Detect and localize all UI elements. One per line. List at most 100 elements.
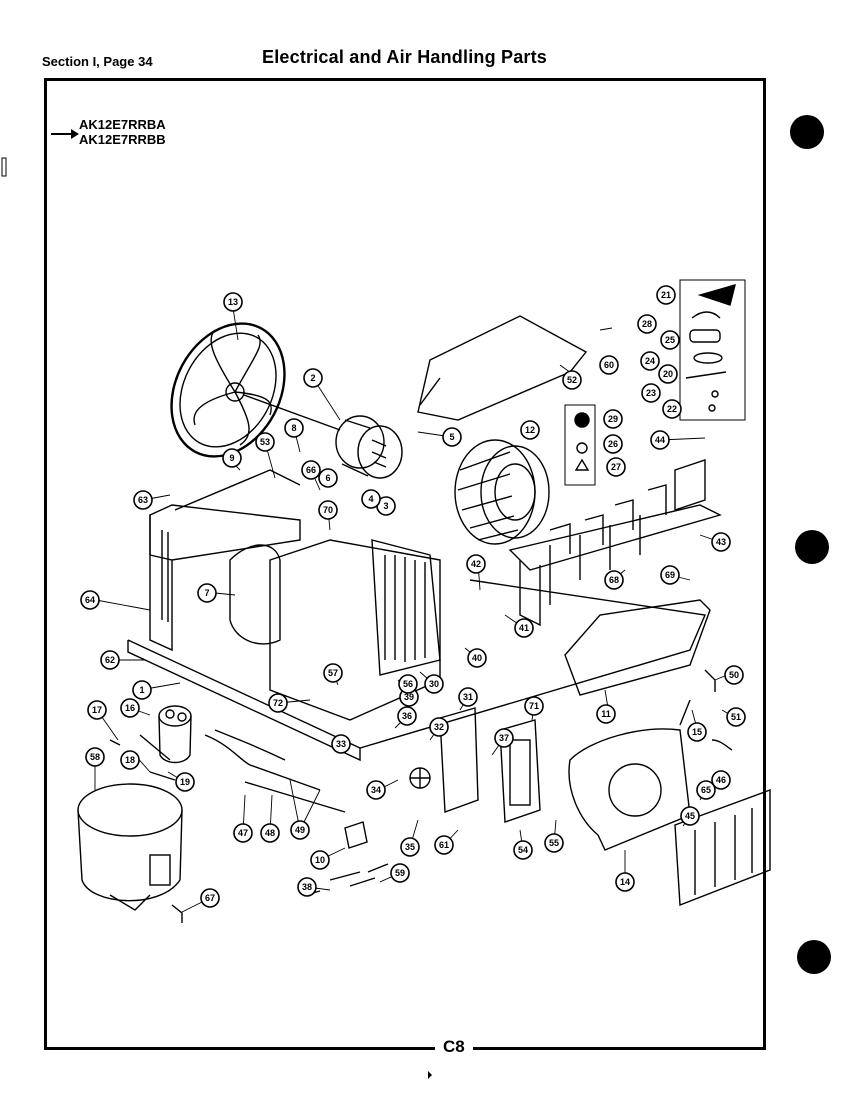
callout-33: 33	[336, 739, 346, 749]
callout-25: 25	[665, 335, 675, 345]
control-panel-bracket	[564, 599, 711, 696]
section-page-label: Section I, Page 34	[42, 54, 153, 69]
callout-50: 50	[729, 670, 739, 680]
callout-24: 24	[645, 356, 655, 366]
callout-17: 17	[92, 705, 102, 715]
condenser-coil	[149, 469, 301, 652]
callout-48: 48	[265, 828, 275, 838]
callout-11: 11	[601, 709, 611, 719]
callout-54: 54	[518, 845, 528, 855]
callout-29: 29	[608, 414, 618, 424]
callout-8: 8	[291, 423, 296, 433]
diagram-frame	[44, 78, 766, 1050]
callout-64: 64	[85, 595, 95, 605]
callout-66: 66	[306, 465, 316, 475]
callout-47: 47	[238, 828, 248, 838]
callout-27: 27	[611, 462, 621, 472]
callout-34: 34	[371, 785, 381, 795]
callout-42: 42	[471, 559, 481, 569]
side-margin-mark	[0, 138, 10, 188]
callout-10: 10	[315, 855, 325, 865]
callout-52: 52	[567, 375, 577, 385]
callout-12: 12	[525, 425, 535, 435]
callout-44: 44	[655, 435, 665, 445]
thermostat-bracket	[439, 707, 541, 823]
top-cover-panel	[417, 315, 588, 421]
refrigerant-tubing	[204, 729, 346, 813]
callout-9: 9	[229, 453, 234, 463]
fan-motor	[335, 415, 403, 479]
callout-22: 22	[667, 404, 677, 414]
callout-21: 21	[661, 290, 671, 300]
binder-hole-top	[790, 115, 824, 149]
callout-39: 39	[404, 692, 414, 702]
control-rail	[508, 459, 722, 627]
model-list: AK12E7RRBA AK12E7RRBB	[51, 117, 166, 147]
callout-72: 72	[273, 698, 283, 708]
callout-56: 56	[403, 679, 413, 689]
blower-shroud	[568, 728, 691, 851]
callout-69: 69	[665, 570, 675, 580]
callout-32: 32	[434, 722, 444, 732]
callout-26: 26	[608, 439, 618, 449]
callout-57: 57	[328, 668, 338, 678]
callout-49: 49	[295, 825, 305, 835]
condenser-fan-blade	[170, 322, 341, 458]
misc-hardware	[109, 669, 733, 923]
callout-35: 35	[405, 842, 415, 852]
hardware-kit-box	[564, 279, 746, 486]
callout-16: 16	[125, 703, 135, 713]
page-title: Electrical and Air Handling Parts	[262, 47, 548, 67]
callout-38: 38	[302, 882, 312, 892]
callout-58: 58	[90, 752, 100, 762]
callout-61: 61	[439, 840, 449, 850]
model-number: AK12E7RRBA	[79, 117, 166, 132]
callout-5: 5	[449, 432, 454, 442]
callout-23: 23	[646, 388, 656, 398]
callout-62: 62	[105, 655, 115, 665]
callout-51: 51	[731, 712, 741, 722]
callout-59: 59	[395, 868, 405, 878]
callout-14: 14	[620, 877, 630, 887]
callout-68: 68	[609, 575, 619, 585]
compressor	[77, 783, 183, 911]
callout-65: 65	[701, 785, 711, 795]
callout-2: 2	[310, 373, 315, 383]
callout-70: 70	[323, 505, 333, 515]
callout-7: 7	[204, 588, 209, 598]
callout-31: 31	[463, 692, 473, 702]
evaporator-coil	[371, 539, 441, 676]
callout-19: 19	[180, 777, 190, 787]
page-code: C8	[435, 1037, 473, 1057]
callout-45: 45	[685, 811, 695, 821]
callout-53: 53	[260, 437, 270, 447]
callout-60: 60	[604, 360, 614, 370]
callout-67: 67	[205, 893, 215, 903]
model-number-selected: AK12E7RRBB	[79, 132, 166, 147]
callout-43: 43	[716, 537, 726, 547]
heater-grille	[674, 788, 771, 906]
callout-55: 55	[549, 838, 559, 848]
callout-30: 30	[429, 679, 439, 689]
callout-1: 1	[139, 685, 144, 695]
capacitor	[158, 705, 192, 764]
rotary-switch	[409, 767, 431, 789]
binder-hole-middle	[795, 530, 829, 564]
callout-41: 41	[519, 623, 529, 633]
callout-13: 13	[228, 297, 238, 307]
callout-4: 4	[368, 494, 373, 504]
binder-hole-bottom	[797, 940, 831, 974]
callout-46: 46	[716, 775, 726, 785]
callout-3: 3	[383, 501, 388, 511]
callout-40: 40	[472, 653, 482, 663]
blower-wheel	[454, 439, 550, 545]
callout-71: 71	[529, 701, 539, 711]
callout-6: 6	[325, 473, 330, 483]
base-pan	[127, 579, 707, 762]
callout-28: 28	[642, 319, 652, 329]
callout-20: 20	[663, 369, 673, 379]
callout-63: 63	[138, 495, 148, 505]
callout-labels: 1 2 3 4 5 6 7 8 9 10 11 12 13 14 15 16 1…	[80, 285, 746, 908]
callout-15: 15	[692, 727, 702, 737]
